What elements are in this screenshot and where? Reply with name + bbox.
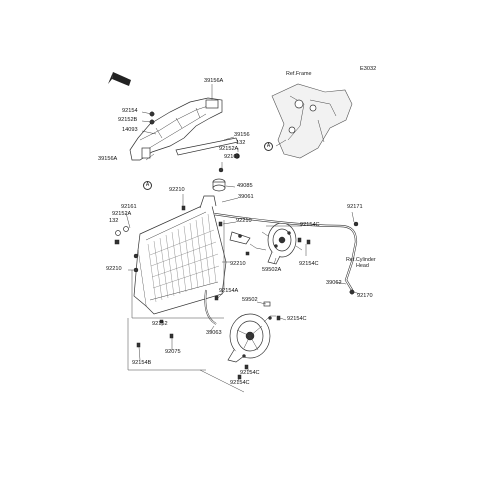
hardware-drawing bbox=[136, 205, 311, 380]
radiator-shroud-drawing bbox=[129, 97, 240, 161]
label-49085: 49085 bbox=[237, 183, 253, 189]
lower-fan-drawing bbox=[227, 301, 276, 363]
label-92152A-top: 92152A bbox=[219, 146, 239, 152]
label-39061: 39061 bbox=[238, 194, 254, 200]
label-92154B: 92154B bbox=[132, 360, 152, 366]
label-92154C-d: 92154C bbox=[240, 370, 260, 376]
label-14093: 14093 bbox=[122, 127, 138, 133]
label-92210-mid: 92210 bbox=[236, 218, 252, 224]
label-92210-top: 92210 bbox=[169, 187, 185, 193]
radiator-cap-drawing bbox=[212, 178, 226, 192]
label-92154C-a: 92154C bbox=[300, 222, 320, 228]
callout-a-frame: A bbox=[264, 142, 273, 151]
coolant-hose-drawing bbox=[204, 212, 359, 325]
label-92210-left: 92210 bbox=[106, 266, 122, 272]
upper-fan-drawing bbox=[249, 222, 303, 265]
callout-a-radiator: A bbox=[143, 181, 152, 190]
label-59502A: 59502A bbox=[262, 267, 282, 273]
label-59502: 59502 bbox=[242, 297, 258, 303]
label-92161-left: 92161 bbox=[121, 204, 137, 210]
label-132-left: 132 bbox=[109, 218, 119, 224]
label-92154A: 92154A bbox=[219, 288, 239, 294]
label-92152B: 92152B bbox=[118, 117, 138, 123]
label-92210-low: 92210 bbox=[230, 261, 246, 267]
label-39156A: 39156A bbox=[204, 78, 224, 84]
label-92171: 92171 bbox=[347, 204, 363, 210]
label-39156A-left: 39156A bbox=[98, 156, 118, 162]
label-92161-top: 92161 bbox=[224, 154, 240, 160]
label-92154C-c: 92154C bbox=[287, 316, 307, 322]
label-39062: 39062 bbox=[326, 280, 342, 286]
label-92152: 92152 bbox=[152, 321, 168, 327]
label-39063: 39063 bbox=[206, 330, 222, 336]
ref-head-label: Head bbox=[356, 263, 369, 269]
label-92154C-b: 92154C bbox=[299, 261, 319, 267]
label-92154: 92154 bbox=[122, 108, 138, 114]
label-92154C-e: 92154C bbox=[230, 380, 250, 386]
frame-reference-drawing bbox=[271, 83, 353, 159]
label-92170: 92170 bbox=[357, 293, 373, 299]
label-92152A-left: 92152A bbox=[112, 211, 132, 217]
label-39156: 39156 bbox=[234, 132, 250, 138]
diagram-code: E3032 bbox=[360, 66, 377, 72]
ref-frame-label: Ref.Frame bbox=[286, 71, 312, 77]
front-arrow-icon bbox=[108, 72, 131, 86]
radiator-core-drawing bbox=[114, 167, 251, 315]
leader-lines bbox=[125, 84, 361, 393]
label-92075: 92075 bbox=[165, 349, 181, 355]
label-132-top: 132 bbox=[236, 140, 246, 146]
ref-cylinder-label: Ref.Cylinder bbox=[346, 257, 376, 263]
